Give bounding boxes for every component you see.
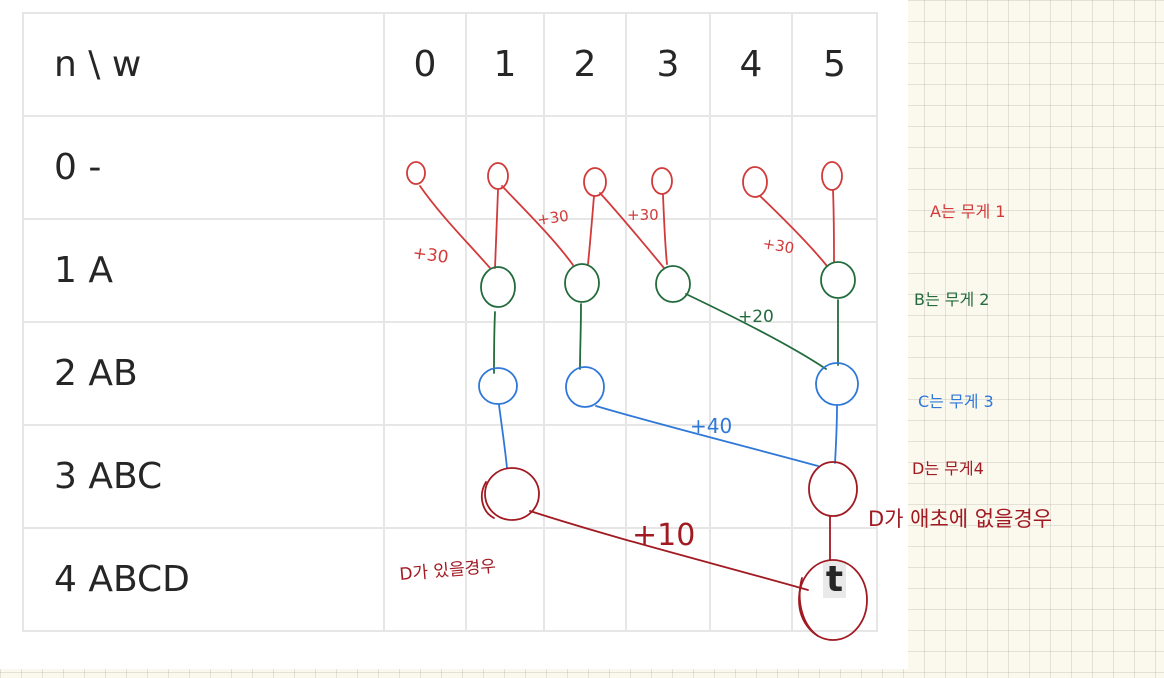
table-cell xyxy=(465,115,545,220)
table-cell xyxy=(709,115,793,220)
col-header-4: 4 xyxy=(709,12,793,117)
note-a-weight: A는 무게 1 xyxy=(930,202,1005,221)
col-header-2: 2 xyxy=(543,12,627,117)
table-cell xyxy=(625,321,711,426)
table-cell xyxy=(543,115,627,220)
row-label-4: 4 ABCD xyxy=(22,527,385,632)
table-cell xyxy=(709,321,793,426)
table-cell xyxy=(625,115,711,220)
table-cell xyxy=(543,424,627,529)
corner-label: n \ w xyxy=(22,12,385,117)
note-d-weight: D는 무게4 xyxy=(912,459,984,478)
table-row: 4 ABCD t xyxy=(22,527,878,632)
table-cell xyxy=(383,218,467,323)
target-cell-text: t xyxy=(825,559,844,600)
table-cell xyxy=(465,527,545,632)
table-cell xyxy=(543,321,627,426)
table-cell xyxy=(383,321,467,426)
table-cell xyxy=(791,424,878,529)
col-header-1: 1 xyxy=(465,12,545,117)
row-label-1: 1 A xyxy=(22,218,385,323)
col-header-3: 3 xyxy=(625,12,711,117)
table-cell xyxy=(625,424,711,529)
dp-table: n \ w 0 1 2 3 4 5 0 - 1 A 2 AB 3 ABC xyxy=(22,12,878,632)
table-row: 2 AB xyxy=(22,321,878,426)
table-cell xyxy=(709,424,793,529)
table-row: 1 A xyxy=(22,218,878,323)
table-cell xyxy=(709,527,793,632)
table-cell xyxy=(465,218,545,323)
table-row: 3 ABC xyxy=(22,424,878,529)
table-cell xyxy=(791,218,878,323)
table-cell xyxy=(383,424,467,529)
note-page: n \ w 0 1 2 3 4 5 0 - 1 A 2 AB 3 ABC xyxy=(0,0,908,669)
table-cell xyxy=(383,527,467,632)
table-cell xyxy=(543,218,627,323)
note-b-weight: B는 무게 2 xyxy=(914,290,990,309)
table-cell-target: t xyxy=(791,527,878,632)
table-cell xyxy=(791,321,878,426)
row-label-2: 2 AB xyxy=(22,321,385,426)
col-header-0: 0 xyxy=(383,12,467,117)
table-cell xyxy=(791,115,878,220)
table-cell xyxy=(709,218,793,323)
table-cell xyxy=(625,527,711,632)
note-c-weight: C는 무게 3 xyxy=(918,392,994,411)
table-cell xyxy=(543,527,627,632)
table-row: 0 - xyxy=(22,115,878,220)
table-cell xyxy=(383,115,467,220)
row-label-0: 0 - xyxy=(22,115,385,220)
header-row: n \ w 0 1 2 3 4 5 xyxy=(22,12,878,117)
table-cell xyxy=(625,218,711,323)
table-cell xyxy=(465,424,545,529)
table-cell xyxy=(465,321,545,426)
col-header-5: 5 xyxy=(791,12,878,117)
row-label-3: 3 ABC xyxy=(22,424,385,529)
